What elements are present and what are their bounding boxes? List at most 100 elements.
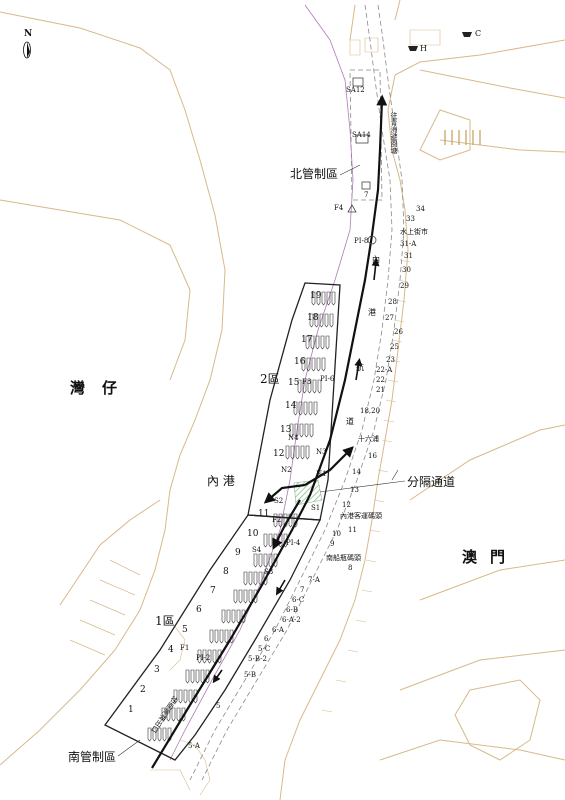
marker-n3: N3	[316, 448, 327, 456]
vessel-row	[289, 423, 314, 438]
area-macau-1: 澳	[462, 548, 478, 566]
pier-6a2: 6-A-2	[282, 616, 301, 624]
pier-water-market: 水上街市	[400, 227, 428, 236]
pier-23: 23	[386, 356, 395, 364]
area-inner-harbour: 內 港	[207, 474, 235, 488]
berth-4: 4	[168, 645, 174, 655]
vessel-row	[305, 335, 330, 350]
marker-sa12: SA12	[346, 86, 365, 94]
pier-6c: 6-C	[292, 596, 304, 604]
control-stations	[347, 77, 377, 245]
pier-11: 11	[348, 526, 357, 534]
pier-5c: 5-C	[258, 645, 270, 653]
pier-10: 10	[332, 530, 341, 538]
coastline-east	[279, 0, 565, 800]
vessel-row	[273, 513, 298, 528]
leader-lines	[117, 164, 406, 757]
pier-16: 16	[368, 452, 377, 460]
pier-5a: 5-A	[188, 742, 201, 750]
pier-5b: 5-B	[244, 671, 256, 679]
pier-ponte16: 十六浦	[358, 434, 379, 443]
berth-15: 15	[288, 378, 300, 388]
area-wanzai-2: 仔	[102, 379, 117, 397]
route-small-arrows	[212, 258, 380, 684]
pier-21: 21	[376, 386, 385, 394]
marker-f1: F1	[180, 644, 189, 652]
navigation-route	[151, 94, 388, 769]
east-pier-labels: 34 33 水上街市 31-A 31 30 29 28 27 26 25 23 …	[188, 205, 428, 750]
berth-2: 2	[140, 685, 146, 695]
pier-8: 8	[348, 564, 352, 572]
marker-f2: F2	[272, 516, 281, 524]
vessel-icons	[408, 32, 472, 51]
pier-31a: 31-A	[400, 240, 417, 248]
pier-6: 6	[264, 635, 269, 643]
marker-f3: F3	[302, 378, 311, 386]
marker-sa14: SA14	[352, 131, 371, 139]
berth-3: 3	[154, 665, 160, 675]
vessel-row	[297, 379, 322, 394]
pier-nanchuan: 南船瓶碼頭	[326, 553, 361, 562]
vessel-row	[161, 707, 186, 722]
vessel-row	[285, 445, 310, 460]
vessel-row	[293, 401, 318, 416]
pier-14: 14	[352, 468, 361, 476]
south-control-label: 南管制區	[68, 749, 116, 764]
pier-33: 33	[406, 215, 415, 223]
marker-s3: S3	[264, 568, 273, 576]
berth-10: 10	[247, 529, 259, 539]
berth-16: 16	[294, 357, 306, 367]
north-letter: N	[24, 29, 32, 39]
pier-6b: 6-B	[286, 606, 298, 614]
berth-1: 1	[128, 705, 134, 715]
marker-berth-7: 7	[364, 191, 368, 199]
marker-n1: N1	[316, 470, 327, 478]
pier-13: 13	[350, 486, 359, 494]
marker-n4: N4	[288, 434, 299, 442]
area-macau-2: 門	[490, 548, 505, 566]
route-to-qingzhou: 往青洲避風塘	[390, 111, 398, 155]
route-label-channel: 道	[346, 416, 354, 426]
pier-22: 22	[376, 376, 385, 384]
berth-13: 13	[280, 425, 292, 435]
marker-f4: F4	[334, 204, 344, 212]
berth-17: 17	[301, 335, 313, 345]
vessel-row	[309, 313, 334, 328]
route-label-inner: 內	[372, 255, 380, 264]
pier-9: 9	[330, 540, 334, 548]
coastline-east-details	[150, 29, 481, 796]
pier-7a: 7-A	[308, 576, 321, 584]
zone1-label: 1區	[155, 614, 175, 628]
zone1-boundary	[104, 514, 322, 761]
pier-inner-harbour-ferry: 內港客運碼頭	[340, 511, 382, 520]
berth-6: 6	[196, 605, 202, 615]
berth-12: 12	[273, 449, 284, 459]
north-arrow: N	[23, 29, 32, 59]
berth-5: 5	[182, 625, 188, 635]
marker-pi4: PI-4	[286, 539, 301, 547]
marker-pi8: PI-8	[354, 237, 368, 245]
berth-11: 11	[258, 509, 269, 519]
berth-7: 7	[210, 586, 216, 596]
pier-25: 25	[390, 343, 399, 351]
pier-34: 34	[416, 205, 425, 213]
pier-22a: 22-A	[376, 366, 393, 374]
vessel-row	[311, 291, 336, 306]
route-label-harbour: 港	[368, 307, 376, 317]
berth-9: 9	[235, 548, 241, 558]
pier-29: 29	[400, 282, 409, 290]
pier-28: 28	[388, 298, 397, 306]
pier-31: 31	[404, 252, 413, 260]
berth-rows	[147, 291, 336, 742]
separation-channel-label: 分隔通道	[407, 475, 455, 489]
marker-s4: S4	[252, 546, 262, 554]
pier-7: 7	[300, 586, 304, 594]
pier-6a: 6-A	[272, 626, 285, 634]
berth-18: 18	[307, 313, 319, 323]
marker-s2: S2	[274, 497, 283, 505]
pier-12: 12	[342, 501, 351, 509]
berth-14: 14	[285, 401, 297, 411]
vessel-row	[147, 727, 172, 742]
vessel-row	[301, 357, 326, 372]
